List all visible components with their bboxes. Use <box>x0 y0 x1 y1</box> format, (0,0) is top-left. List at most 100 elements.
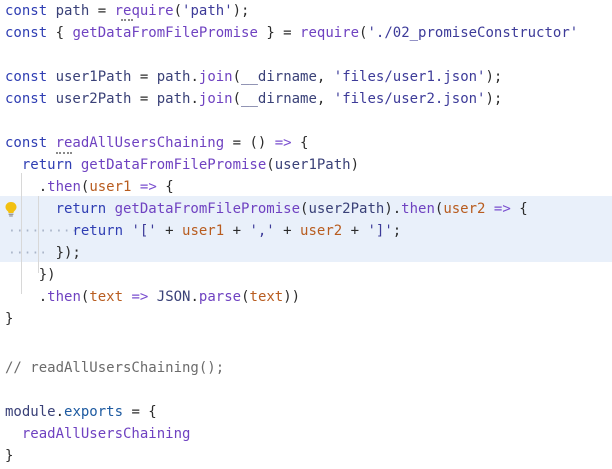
code-line-text: const user1Path = path.join(__dirname, '… <box>5 66 502 88</box>
whitespace-markers: ····· <box>8 246 48 261</box>
code-token: ( <box>266 157 275 173</box>
indent-guide <box>21 173 22 294</box>
code-line-text: } <box>5 308 13 330</box>
code-token: ); <box>485 91 503 107</box>
code-token: const <box>5 3 56 19</box>
code-token: ( <box>80 179 90 195</box>
code-token: = { <box>131 404 157 420</box>
code-token: return <box>5 157 81 173</box>
code-token: getDataFromFilePromise <box>72 25 267 41</box>
code-line[interactable]: const user2Path = path.join(__dirname, '… <box>0 88 612 110</box>
hint-underline <box>56 149 72 154</box>
code-line[interactable]: module.exports = { <box>0 401 612 423</box>
code-line[interactable]: return getDataFromFilePromise(user1Path) <box>0 154 612 176</box>
code-token: // readAllUsersChaining(); <box>5 360 225 376</box>
code-token: . <box>5 289 48 305</box>
code-token: parse <box>198 289 242 305</box>
code-line[interactable] <box>0 379 612 401</box>
code-token: user2Path <box>55 91 140 107</box>
code-line[interactable]: const readAllUsersChaining = () => { <box>0 132 612 154</box>
code-token: readAllUsersChaining <box>5 426 191 442</box>
code-line-text: // readAllUsersChaining(); <box>5 357 224 379</box>
code-token: ( <box>232 69 242 85</box>
code-token: ) <box>350 157 360 173</box>
code-token: ; <box>392 223 402 239</box>
code-line-text: const path = require('path'); <box>5 0 249 22</box>
code-token: . <box>5 179 48 195</box>
code-token: ( <box>80 289 90 305</box>
code-line[interactable]: readAllUsersChaining <box>0 423 612 445</box>
code-token: require <box>114 3 174 19</box>
code-line-text: return getDataFromFilePromise(user1Path) <box>5 154 359 176</box>
code-token: + <box>165 223 183 239</box>
code-token: join <box>198 91 233 107</box>
code-line[interactable]: const { getDataFromFilePromise } = requi… <box>0 22 612 44</box>
code-token: join <box>198 69 233 85</box>
code-token: { <box>300 135 309 151</box>
code-token: }) <box>5 267 56 283</box>
code-token: return <box>5 201 115 217</box>
code-token: ( <box>300 201 309 217</box>
code-token: ). <box>384 201 402 217</box>
code-token: ( <box>232 91 242 107</box>
code-token: user1 <box>182 223 233 239</box>
code-token: => <box>493 201 520 217</box>
code-token: => <box>131 289 157 305</box>
code-token: { <box>519 201 528 217</box>
code-line[interactable]: // readAllUsersChaining(); <box>0 357 612 379</box>
code-line[interactable]: return getDataFromFilePromise(user2Path)… <box>0 198 612 220</box>
code-token: getDataFromFilePromise <box>114 201 301 217</box>
code-token: path <box>156 69 191 85</box>
code-token: ); <box>232 3 250 19</box>
code-line[interactable]: }); <box>0 242 612 264</box>
code-token: getDataFromFilePromise <box>80 157 267 173</box>
code-line-text: const user2Path = path.join(__dirname, '… <box>5 88 502 110</box>
code-token: ( <box>173 3 183 19</box>
code-token: 'files/user1.json' <box>333 69 486 85</box>
code-token: = () <box>232 135 275 151</box>
code-token: 'path' <box>182 3 233 19</box>
code-token: = <box>139 91 157 107</box>
code-line[interactable] <box>0 110 612 132</box>
code-line[interactable]: }) <box>0 264 612 286</box>
code-line[interactable]: const user1Path = path.join(__dirname, '… <box>0 66 612 88</box>
code-token: ']' <box>367 223 393 239</box>
code-token: './02_promiseConstructor' <box>367 25 579 41</box>
code-token: require <box>300 25 360 41</box>
code-line-text: module.exports = { <box>5 401 157 423</box>
code-token: . <box>55 404 65 420</box>
code-token: ( <box>434 201 444 217</box>
code-line[interactable]: .then(text => JSON.parse(text)) <box>0 286 612 308</box>
code-token: user1Path <box>55 69 140 85</box>
code-line[interactable]: return '[' + user1 + ',' + user2 + ']'; <box>0 220 612 242</box>
code-token: . <box>190 289 199 305</box>
lightbulb-icon[interactable] <box>4 201 18 217</box>
code-token: const <box>5 25 56 41</box>
code-token: return <box>5 223 132 239</box>
code-token: , <box>316 91 334 107</box>
code-token: user2 <box>300 223 351 239</box>
code-line[interactable] <box>0 330 612 352</box>
code-line[interactable]: const path = require('path'); <box>0 0 612 22</box>
code-line[interactable]: } <box>0 308 612 330</box>
current-block-highlight <box>0 196 612 262</box>
code-token: readAllUsersChaining <box>55 135 233 151</box>
code-line[interactable] <box>0 44 612 66</box>
code-line-text: return getDataFromFilePromise(user2Path)… <box>5 198 528 220</box>
code-token: user1 <box>89 179 140 195</box>
code-token: module <box>5 404 56 420</box>
code-token: ( <box>241 289 250 305</box>
code-token: } <box>5 311 14 327</box>
code-line-text: .then(user1 => { <box>5 176 174 198</box>
code-token: user2 <box>443 201 494 217</box>
code-token: then <box>47 179 81 195</box>
code-line[interactable]: } <box>0 445 612 467</box>
code-token: const <box>5 69 56 85</box>
code-token: JSON <box>156 289 191 305</box>
code-token: path <box>55 3 98 19</box>
code-token: )) <box>283 289 301 305</box>
code-line[interactable]: .then(user1 => { <box>0 176 612 198</box>
code-token: path <box>156 91 191 107</box>
code-line-text: }) <box>5 264 56 286</box>
